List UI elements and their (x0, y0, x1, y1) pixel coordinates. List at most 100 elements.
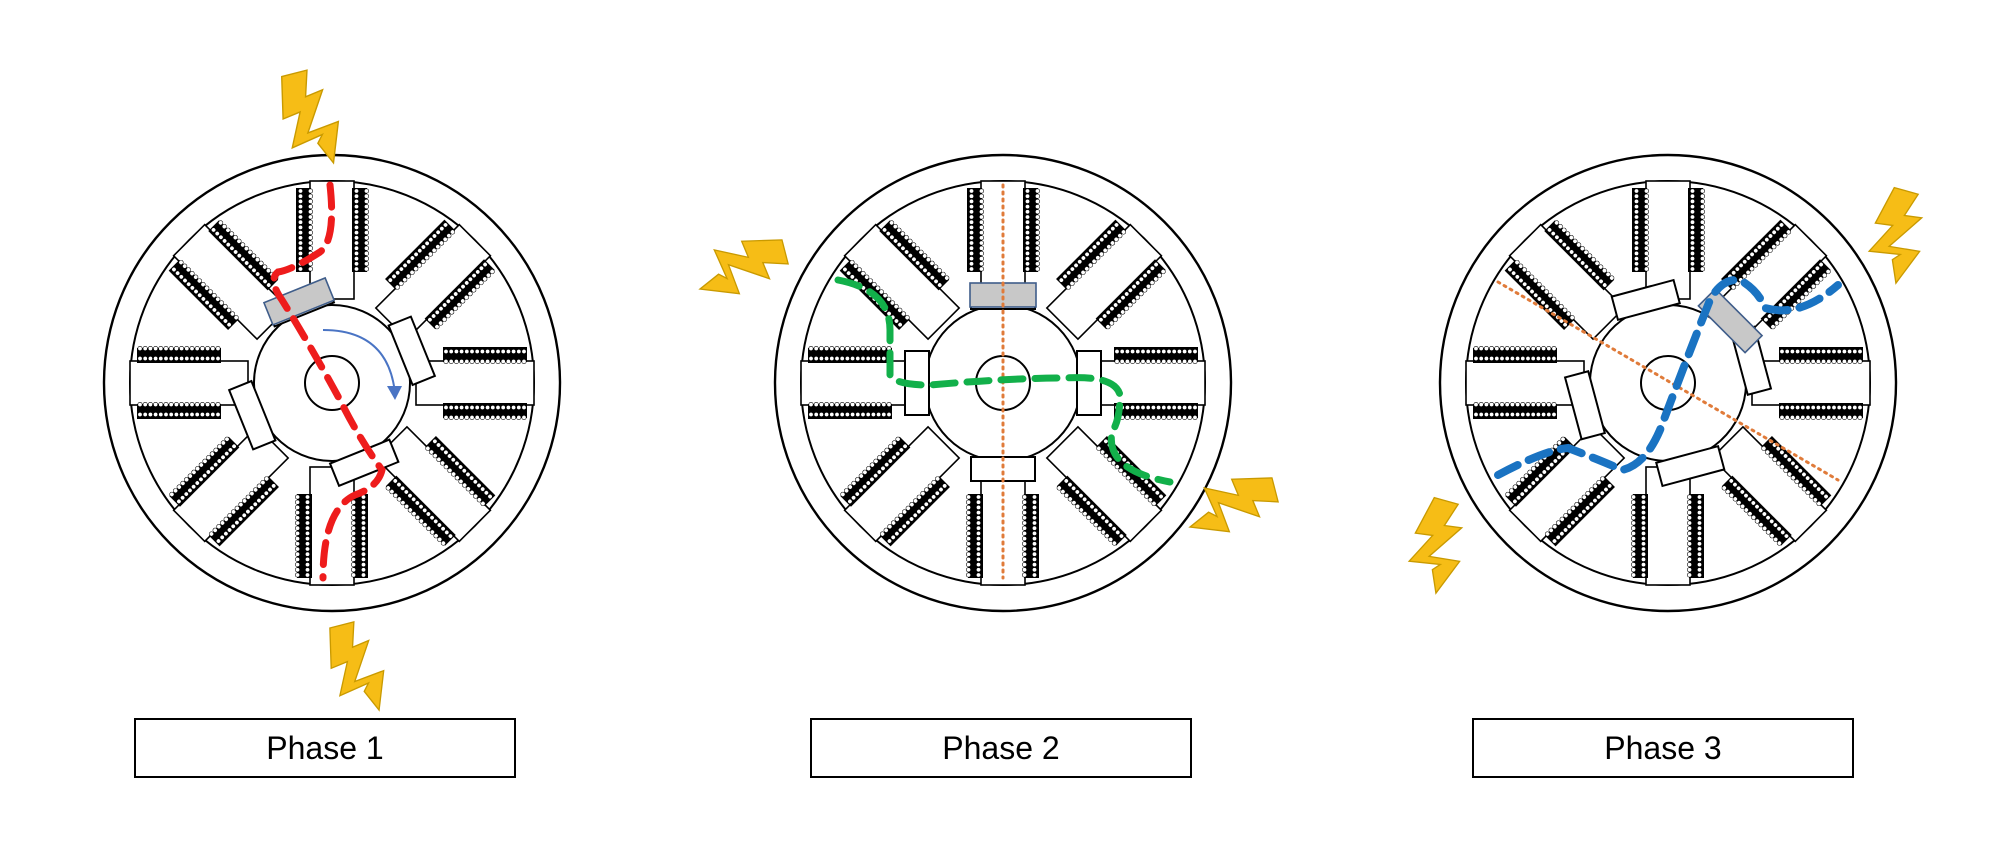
coil-block (808, 404, 892, 419)
stator-coil (1114, 403, 1198, 421)
stator-pole (965, 466, 1039, 586)
coil-wire (1583, 249, 1589, 255)
coil-wire (1082, 511, 1088, 517)
coil-wire (351, 567, 357, 573)
coil-wire (1119, 348, 1125, 354)
coil-wire (1579, 246, 1585, 252)
coil-wire (363, 256, 369, 262)
coil-wire (449, 309, 455, 315)
coil-wire (1700, 250, 1706, 256)
coil-wire (856, 267, 862, 273)
coil-wire (1187, 348, 1193, 354)
coil-wire (829, 412, 835, 418)
stator-coil (1632, 188, 1650, 272)
coil-wire (194, 346, 200, 352)
coil-wire (935, 476, 941, 482)
coil-wire (1640, 515, 1646, 521)
coil-wire (818, 412, 824, 418)
coil-wire (184, 402, 190, 408)
coil-wire (516, 404, 522, 410)
coil-wire (1025, 230, 1031, 236)
coil-wire (469, 358, 475, 364)
coil-wire (1532, 278, 1538, 284)
coil-wire (1825, 269, 1831, 275)
coil-wire (1561, 242, 1567, 248)
coil-wire (459, 414, 465, 420)
coil-wire (1035, 214, 1041, 220)
coil-wire (1857, 359, 1863, 365)
coil-wire (398, 266, 404, 272)
coil-wire (1176, 415, 1182, 421)
coil-wire (1750, 500, 1756, 506)
coil-wire (1554, 234, 1560, 240)
coil-wire (361, 530, 367, 536)
coil-wire (978, 209, 984, 215)
coil-wire (1603, 487, 1609, 493)
coil-wire (1808, 479, 1814, 485)
coil-wire (975, 556, 981, 562)
coil-wire (855, 477, 861, 483)
coil-wire (1032, 567, 1038, 573)
stator-coil (1779, 347, 1863, 365)
coil-wire (353, 198, 359, 204)
coil-wire (1085, 500, 1091, 506)
coil-wire (1686, 520, 1692, 526)
coil-wire (1779, 405, 1785, 411)
coil-wire (895, 451, 901, 457)
coil-wire (1700, 266, 1706, 272)
coil-wire (173, 356, 179, 362)
coil-wire (361, 567, 367, 573)
coil-wire (1516, 495, 1522, 501)
coil-wire (147, 412, 153, 418)
coil-wire (1541, 411, 1547, 417)
coil-wire (1565, 245, 1571, 251)
coil-wire (1145, 348, 1151, 354)
coil-wire (305, 572, 311, 578)
coil-wire (1762, 525, 1768, 531)
coil-wire (179, 402, 185, 408)
coil-wire (1543, 289, 1549, 295)
coil-wire (978, 214, 984, 220)
coil-wire (521, 348, 527, 354)
coil-wire (1546, 411, 1552, 417)
coil-wire (1166, 415, 1172, 421)
coil-wire (307, 193, 313, 199)
coil-wire (1111, 526, 1117, 532)
coil-wire (1140, 348, 1146, 354)
coil-wire (1686, 541, 1692, 547)
coil-wire (978, 204, 984, 210)
coil-wire (1634, 235, 1640, 241)
coil-wire (1136, 486, 1142, 492)
coil-wire (297, 193, 303, 199)
coil-wire (229, 231, 235, 237)
coil-wire (305, 556, 311, 562)
coil-wire (233, 315, 239, 321)
coil-wire (922, 253, 928, 259)
stator-coil (1473, 345, 1557, 363)
coil-wire (295, 541, 301, 547)
coil-wire (1740, 503, 1746, 509)
coil-wire (1151, 486, 1157, 492)
coil-wire (865, 355, 871, 361)
coil-wire (233, 249, 239, 255)
coil-wire (479, 404, 485, 410)
coil-wire (436, 522, 442, 528)
coil-wire (500, 414, 506, 420)
coil-wire (1700, 209, 1706, 215)
coil-wire (909, 502, 915, 508)
coil-wire (1120, 295, 1126, 301)
coil-wire (215, 402, 221, 408)
stator-coil (137, 346, 221, 363)
coil-wire (363, 235, 369, 241)
coil-wire (305, 520, 311, 526)
coil-wire (813, 355, 819, 361)
coil-wire (200, 296, 206, 302)
coil-wire (1686, 556, 1692, 562)
coil-wire (900, 231, 906, 237)
coil-block (296, 188, 311, 272)
coil-wire (1156, 348, 1162, 354)
motor-phase-2 (698, 153, 1279, 613)
coil-wire (1700, 230, 1706, 236)
coil-wire (865, 412, 871, 418)
coil-wire (193, 274, 199, 280)
